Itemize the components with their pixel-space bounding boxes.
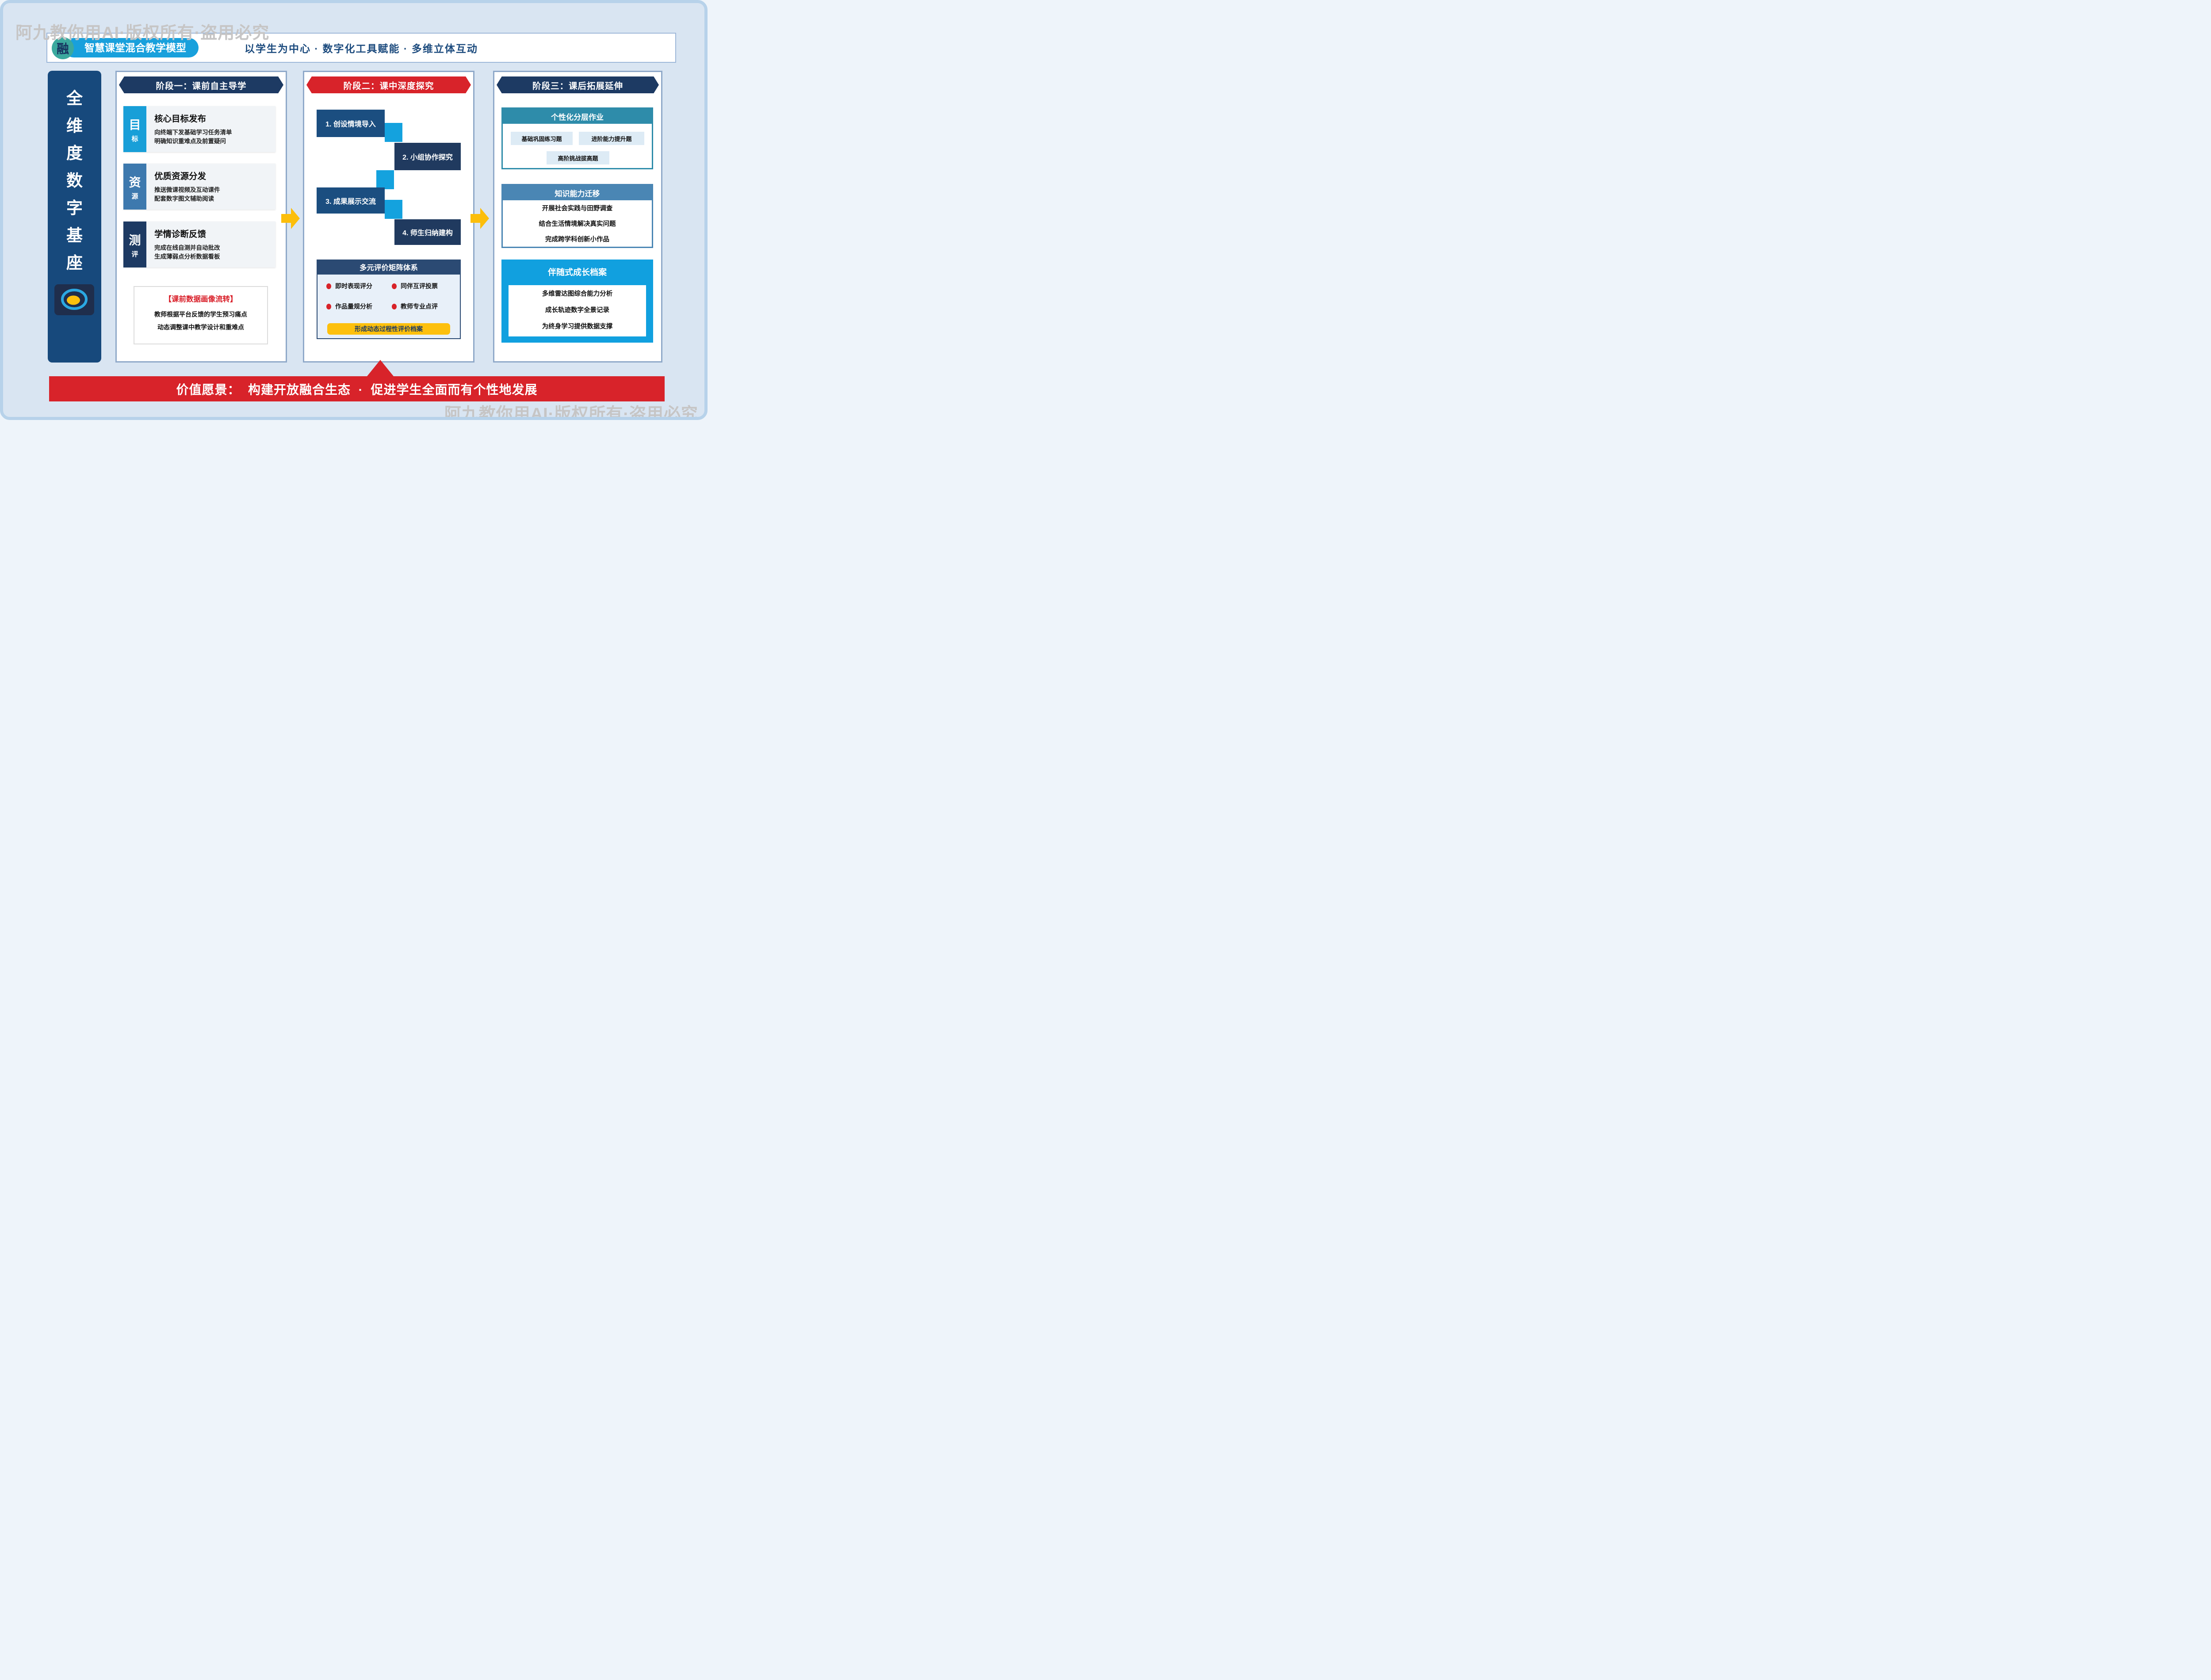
- infographic-canvas: 阿九教你用AI·版权所有·盗用必究 阿九教你用AI·版权所有·盗用必究 融 智慧…: [0, 0, 708, 420]
- step-2: 2. 小组协作探究: [394, 143, 461, 170]
- homework-chip: 高阶挑战拔高题: [547, 151, 609, 164]
- page-subtitle: 以学生为中心 · 数字化工具赋能 · 多维立体互动: [245, 43, 478, 54]
- pedestal-vertical-label: 全 维 度 数 字 基 座: [48, 71, 101, 271]
- resource-tag: 资 源: [123, 164, 146, 210]
- step-3: 3. 成果展示交流: [317, 187, 385, 214]
- pre-class-data-note: 【课前数据画像流转】 教师根据平台反馈的学生预习痛点 动态调整课中教学设计和重难…: [134, 286, 268, 344]
- pedestal-char: 座: [66, 254, 83, 272]
- card-body: 多维雷达图综合能力分析 成长轨迹数字全景记录 为终身学习提供数据支撑: [509, 285, 646, 336]
- header-bar: 融 智慧课堂混合教学模型 以学生为中心 · 数字化工具赋能 · 多维立体互动: [46, 33, 676, 63]
- matrix-item: 作品量规分析: [326, 302, 392, 311]
- tag-char-main: 目: [129, 118, 141, 132]
- homework-chip: 进阶能力提升题: [579, 132, 644, 145]
- red-bullet-icon: [326, 283, 331, 289]
- digital-base-pedestal: 全 维 度 数 字 基 座: [48, 71, 101, 363]
- matrix-title: 多元评价矩阵体系: [317, 260, 461, 275]
- matrix-body: 即时表现评分 同伴互评投票 作品量规分析 教师专业点评 形成动: [317, 275, 461, 339]
- card-lines: 推送微课视频及互动课件 配套数字图文辅助阅读: [154, 187, 220, 202]
- phase1-title-banner: 阶段一：课前自主导学: [119, 76, 283, 93]
- phase1-card-goal: 目 标 核心目标发布 向终端下发基础学习任务清单 明确知识重难点及前置疑问: [123, 106, 275, 152]
- banner-pointer-triangle: [365, 360, 395, 378]
- red-bullet-icon: [392, 283, 397, 289]
- phase3-column: 阶段三：课后拓展延伸 个性化分层作业 基础巩固练习题 进阶能力提升题 高阶挑战拔…: [493, 71, 662, 363]
- card-title: 核心目标发布: [154, 114, 207, 124]
- matrix-item: 同伴互评投票: [392, 282, 457, 290]
- flow-arrow-right-icon: [281, 208, 300, 229]
- target-ellipse-icon: [54, 284, 94, 315]
- pedestal-char: 度: [66, 144, 83, 162]
- homework-chip: 基础巩固练习题: [511, 132, 573, 145]
- phase3-card-transfer: 知识能力迁移 开展社会实践与田野调查 结合生活情境解决真实问题 完成跨学科创新小…: [501, 184, 653, 248]
- card-lines: 完成在线自测并自动批改 生成薄弱点分析数据看板: [154, 244, 220, 260]
- page-title: 智慧课堂混合教学模型: [64, 38, 199, 57]
- card-header: 知识能力迁移: [503, 185, 652, 200]
- matrix-item: 即时表现评分: [326, 282, 392, 290]
- phase1-column: 阶段一：课前自主导学 目 标 核心目标发布 向终端下发基础学习任务清单 明确知识…: [115, 71, 287, 363]
- phase3-title-banner: 阶段三：课后拓展延伸: [497, 76, 659, 93]
- assessment-tag: 测 评: [123, 221, 146, 267]
- phase2-column: 阶段二：课中深度探究 1. 创设情境导入 2. 小组协作探究 3. 成果展示交流…: [303, 71, 474, 363]
- note-lines: 教师根据平台反馈的学生预习痛点 动态调整课中教学设计和重难点: [154, 311, 247, 331]
- pedestal-char: 维: [66, 117, 83, 135]
- card-header: 伴随式成长档案: [547, 268, 607, 277]
- card-title: 优质资源分发: [154, 172, 207, 181]
- connector-square: [376, 170, 394, 189]
- card-lines: 向终端下发基础学习任务清单 明确知识重难点及前置疑问: [154, 129, 232, 145]
- phase1-card-resource: 资 源 优质资源分发 推送微课视频及互动课件 配套数字图文辅助阅读: [123, 164, 275, 210]
- note-title: 【课前数据画像流转】: [164, 295, 237, 303]
- card-body: 基础巩固练习题 进阶能力提升题 高阶挑战拔高题: [503, 124, 652, 168]
- matrix-item: 教师专业点评: [392, 302, 457, 311]
- connector-square: [385, 123, 402, 142]
- phase3-card-homework: 个性化分层作业 基础巩固练习题 进阶能力提升题 高阶挑战拔高题: [501, 107, 653, 169]
- card-body: 开展社会实践与田野调查 结合生活情境解决真实问题 完成跨学科创新小作品: [539, 205, 616, 243]
- pedestal-char: 基: [66, 226, 83, 244]
- red-bullet-icon: [326, 303, 331, 309]
- card-title: 学情诊断反馈: [154, 229, 207, 239]
- tag-char-sub: 评: [131, 250, 138, 258]
- vision-banner: 价值愿景： 构建开放融合生态 · 促进学生全面而有个性地发展: [49, 376, 665, 401]
- pedestal-char: 全: [66, 89, 83, 107]
- pedestal-char: 字: [66, 199, 83, 217]
- tag-char-sub: 源: [131, 192, 138, 200]
- matrix-footer-ribbon: 形成动态过程性评价档案: [327, 323, 450, 335]
- step-1: 1. 创设情境导入: [317, 110, 385, 137]
- phase2-title-banner: 阶段二：课中深度探究: [306, 76, 471, 93]
- red-bullet-icon: [392, 303, 397, 309]
- flow-arrow-right-icon: [471, 208, 489, 229]
- goal-tag: 目 标: [123, 106, 146, 152]
- watermark-bottom: 阿九教你用AI·版权所有·盗用必究: [444, 405, 698, 420]
- phase1-card-assessment: 测 评 学情诊断反馈 完成在线自测并自动批改 生成薄弱点分析数据看板: [123, 221, 275, 267]
- card-header: 个性化分层作业: [503, 109, 652, 124]
- connector-square: [385, 200, 402, 219]
- tag-char-main: 测: [129, 233, 141, 247]
- pedestal-char: 数: [66, 172, 83, 190]
- phase3-card-portfolio: 伴随式成长档案 多维雷达图综合能力分析 成长轨迹数字全景记录 为终身学习提供数据…: [501, 260, 653, 343]
- fusion-logo-icon: 融: [52, 37, 74, 59]
- step-4: 4. 师生归纳建构: [394, 219, 461, 245]
- tag-char-sub: 标: [131, 135, 138, 143]
- tag-char-main: 资: [129, 176, 141, 189]
- watermark-top: 阿九教你用AI·版权所有·盗用必究: [15, 24, 270, 42]
- evaluation-matrix: 多元评价矩阵体系 即时表现评分 同伴互评投票 作品量规分析: [317, 260, 461, 339]
